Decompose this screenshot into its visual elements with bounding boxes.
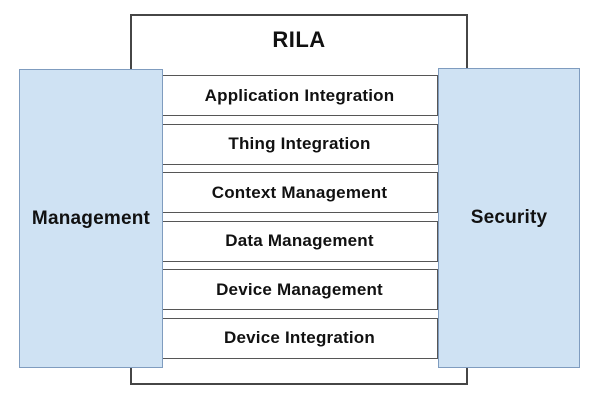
layer-device-integration: Device Integration	[161, 317, 438, 359]
security-side-bar: Security	[438, 68, 580, 368]
layer-context-management: Context Management	[161, 172, 438, 214]
layer-data-management: Data Management	[161, 220, 438, 262]
layer-device-management: Device Management	[161, 269, 438, 311]
layer-stack: Application Integration Thing Integratio…	[161, 75, 438, 359]
management-side-bar: Management	[19, 69, 163, 368]
layer-thing-integration: Thing Integration	[161, 123, 438, 165]
layer-application-integration: Application Integration	[161, 75, 438, 116]
diagram-title: RILA	[272, 27, 326, 52]
